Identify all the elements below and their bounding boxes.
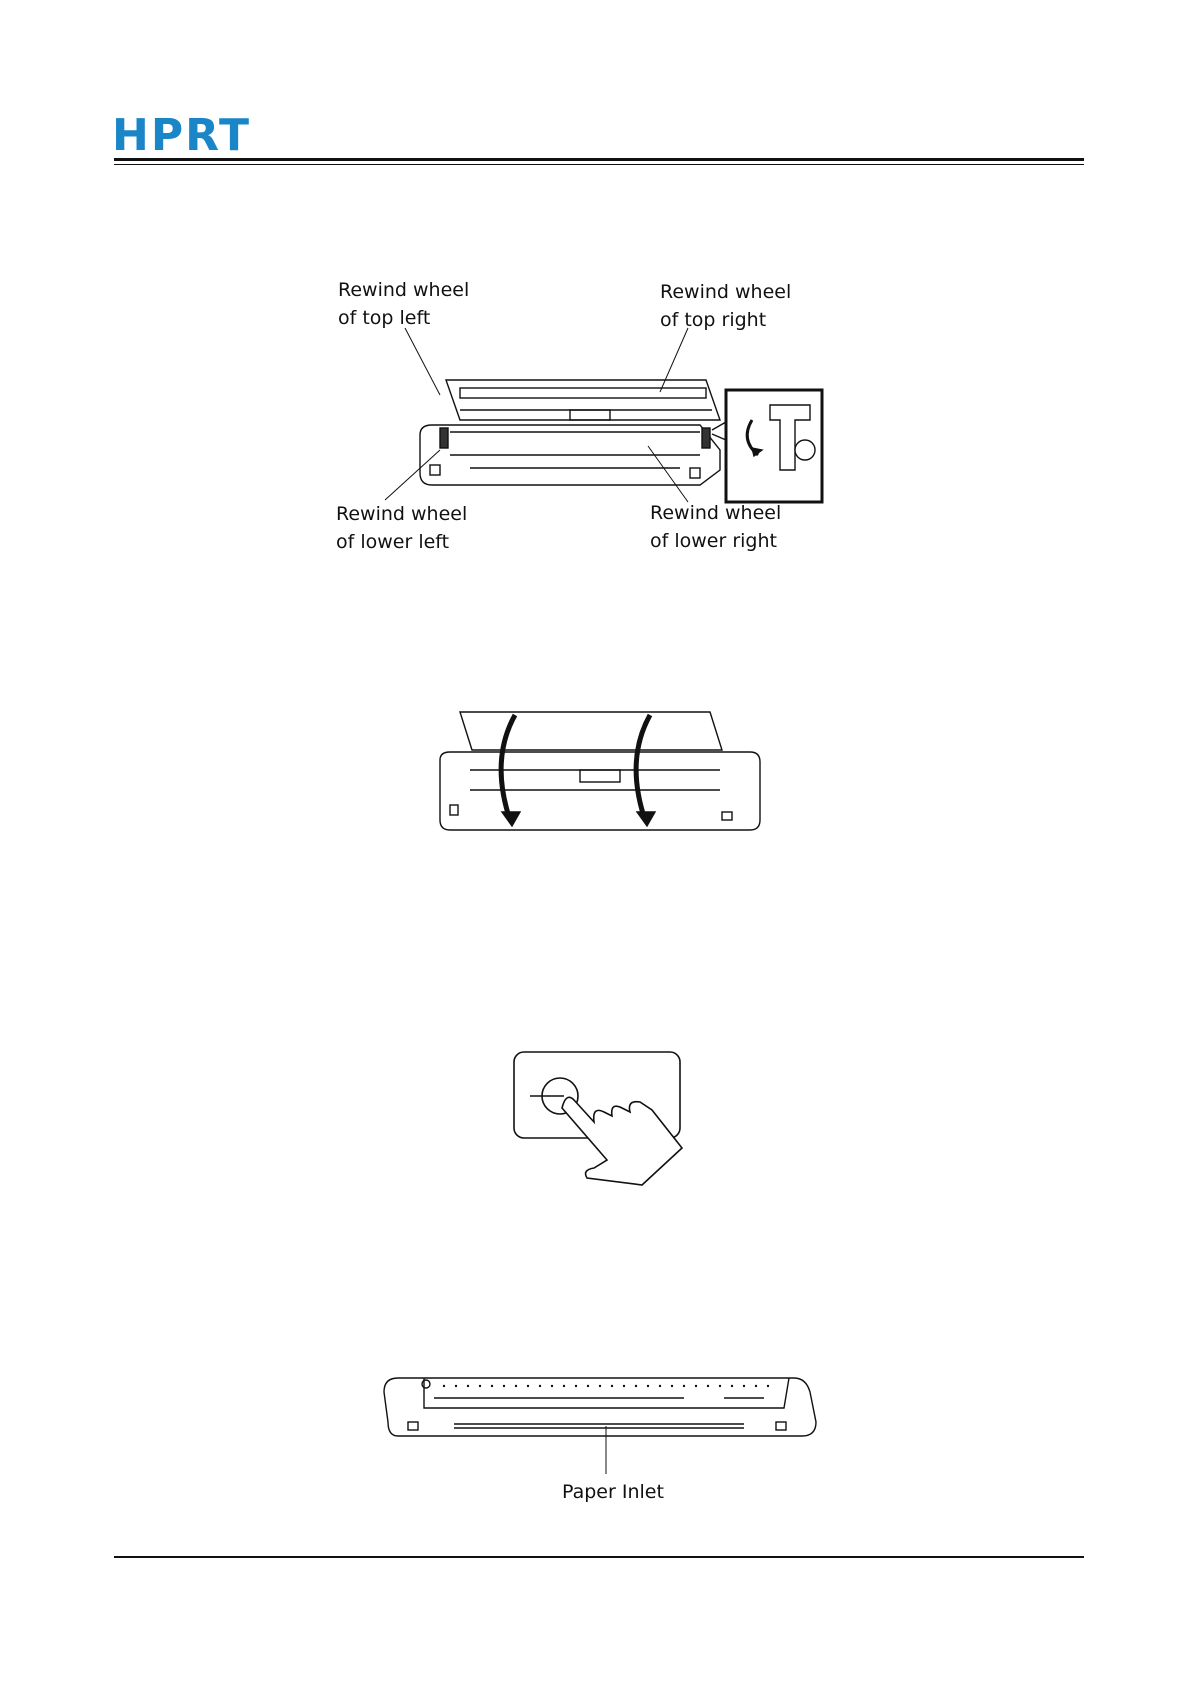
paper-inlet-leader <box>0 1400 1191 1480</box>
footer-rule <box>114 1556 1084 1558</box>
figure-close-cover <box>420 700 780 840</box>
figure-press-button <box>512 1050 692 1190</box>
leader-lines <box>0 0 1191 600</box>
label-paper-inlet: Paper Inlet <box>562 1478 664 1506</box>
